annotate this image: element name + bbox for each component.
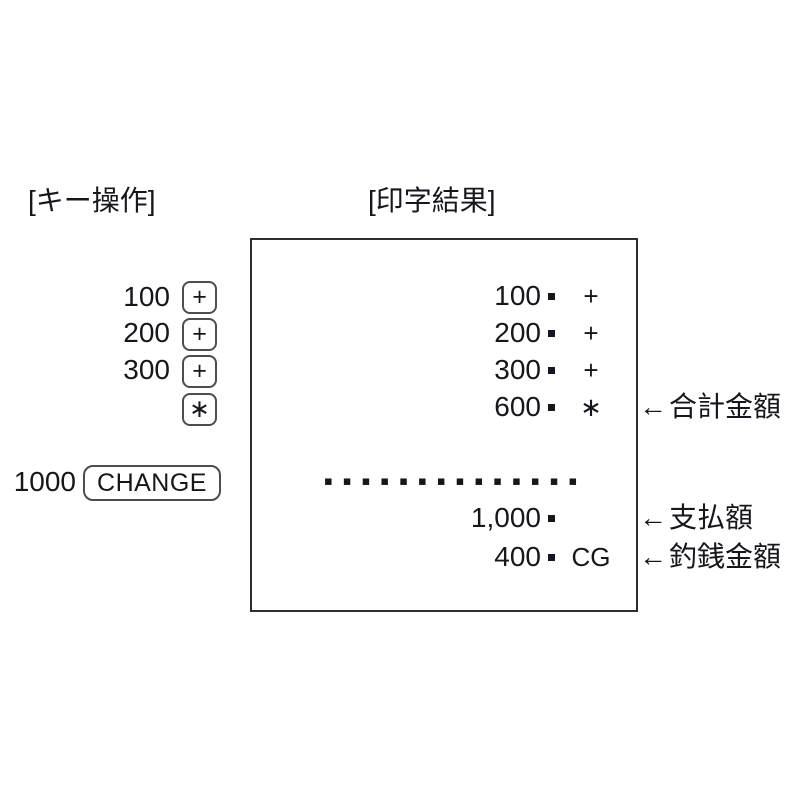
keyop-amount: 1000 (13, 466, 76, 497)
print-amount: 100 (494, 280, 541, 311)
print-symbol: CG (571, 542, 611, 572)
asterisk-key-button: ∗ (182, 393, 217, 426)
print-symbol: ∗ (580, 392, 602, 422)
plus-key-button: + (182, 355, 217, 388)
annotation-payment-label: 支払額 (669, 502, 754, 533)
print-decimal-dot (548, 514, 555, 522)
print-line: 300 + (252, 354, 636, 386)
print-amount: 200 (494, 317, 541, 348)
print-symbol: + (583, 355, 599, 385)
print-symbol: + (583, 318, 599, 348)
print-line: 200 + (252, 317, 636, 349)
print-decimal-dot (548, 553, 555, 561)
print-line-payment: 1,000 (252, 502, 636, 534)
annotation-total-label: 合計金額 (669, 391, 782, 422)
print-amount: 400 (494, 541, 541, 572)
keyop-amount: 200 (123, 317, 170, 348)
annotation-payment: ← 支払額 (639, 503, 753, 533)
plus-key-button: + (182, 281, 217, 314)
print-amount: 1,000 (470, 502, 541, 533)
change-key-button: CHANGE (83, 465, 221, 501)
print-line: 100 + (252, 280, 636, 312)
printout-header: [印字結果] (368, 185, 496, 216)
annotation-change-label: 釣銭金額 (669, 541, 782, 572)
annotation-change: ← 釣銭金額 (639, 542, 781, 572)
annotation-total: ← 合計金額 (639, 392, 781, 422)
printout-box: 100 + 200 + 300 + 600 ∗ ▪▪▪▪▪▪▪▪▪▪▪▪▪▪ 1… (250, 238, 638, 612)
plus-key-button: + (182, 318, 217, 351)
print-amount: 300 (494, 354, 541, 385)
print-decimal-dot (548, 366, 555, 374)
left-arrow-icon: ← (639, 541, 667, 572)
print-decimal-dot (548, 403, 555, 411)
print-amount: 600 (494, 391, 541, 422)
separator-dots: ▪▪▪▪▪▪▪▪▪▪▪▪▪▪ (324, 474, 588, 489)
keyop-amount: 300 (123, 354, 170, 385)
print-decimal-dot (548, 292, 555, 300)
print-line-change: 400 CG (252, 541, 636, 573)
print-line-total: 600 ∗ (252, 391, 636, 423)
left-arrow-icon: ← (639, 502, 667, 533)
print-symbol: + (583, 281, 599, 311)
keyops-header: [キー操作] (28, 185, 156, 216)
print-decimal-dot (548, 329, 555, 337)
left-arrow-icon: ← (639, 391, 667, 422)
keyop-amount: 100 (123, 281, 170, 312)
